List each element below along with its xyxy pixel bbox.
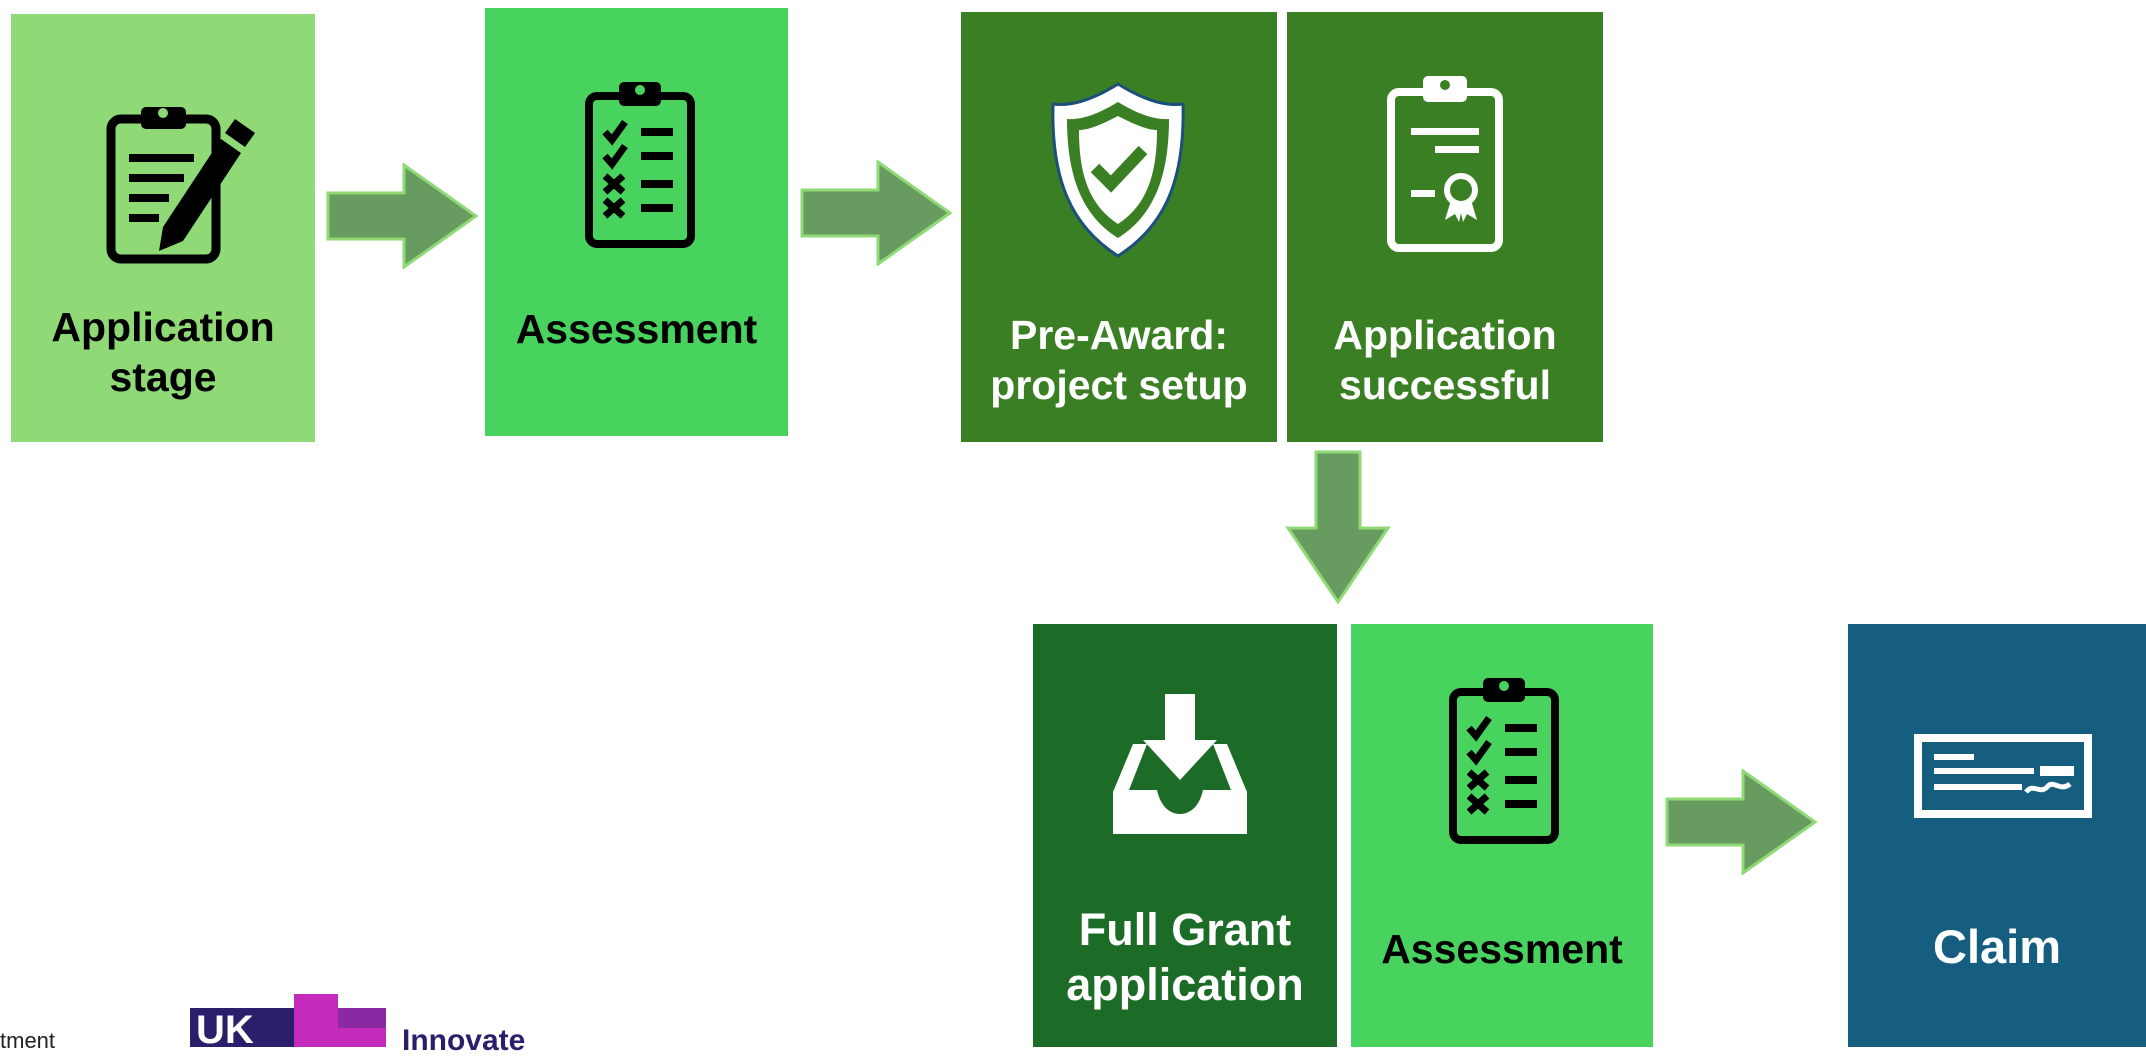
- arrow-right: [1665, 769, 1818, 875]
- step-application-stage: Application stage: [11, 14, 315, 442]
- logo-text: UK: [196, 1008, 254, 1052]
- step-label: Claim: [1933, 920, 2061, 973]
- certificate-clipboard-icon: [1387, 76, 1503, 252]
- arrow-right: [326, 163, 479, 269]
- step-assessment: Assessment: [485, 8, 788, 436]
- step-assessment: Assessment: [1351, 624, 1653, 1047]
- cheque-icon: [1914, 734, 2092, 818]
- arrow-down: [1285, 450, 1391, 605]
- step-application-successful: Application successful: [1287, 12, 1603, 442]
- inbox-download-icon: [1113, 694, 1247, 834]
- shield-check-icon: [1051, 82, 1185, 258]
- step-pre-award: Pre-Award: project setup: [961, 12, 1277, 442]
- arrow-right: [800, 160, 953, 266]
- step-label: Pre-Award: project setup: [990, 312, 1248, 408]
- checklist-clipboard-icon: [585, 82, 695, 248]
- step-label: Assessment: [515, 306, 758, 352]
- innovate-text: Innovate: [402, 1024, 526, 1057]
- step-label: Full Grant application: [1066, 904, 1304, 1010]
- step-label: Application stage: [51, 304, 275, 400]
- uk-logo: UK: [190, 994, 386, 1052]
- checklist-clipboard-icon: [1449, 678, 1559, 844]
- step-claim: Claim: [1848, 624, 2146, 1047]
- department-text: tment: [0, 1028, 56, 1053]
- step-label: Assessment: [1381, 926, 1623, 972]
- step-full-grant-application: Full Grant application: [1033, 624, 1337, 1047]
- clipboard-pencil-icon: [106, 107, 255, 264]
- step-label: Application successful: [1333, 312, 1557, 408]
